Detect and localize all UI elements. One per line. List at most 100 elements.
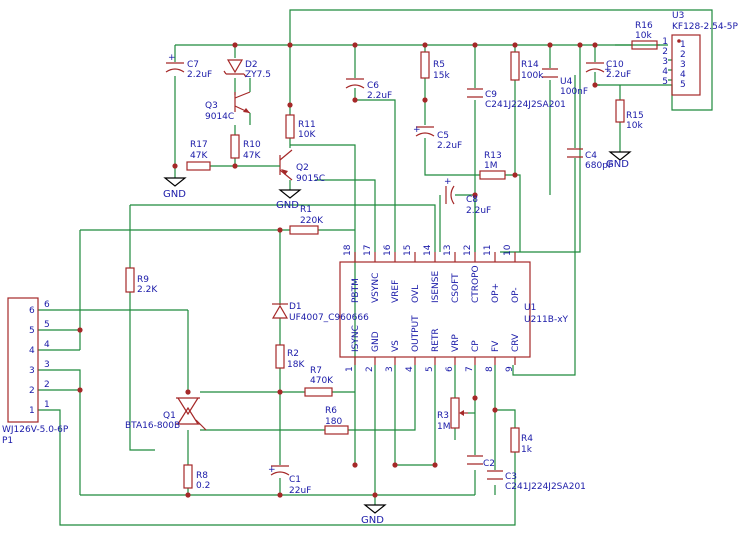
q2-ref: Q2 <box>296 163 309 173</box>
u1-pin-num-7: 7 <box>465 366 475 372</box>
u1-pin-name-4: OUTPUT <box>411 315 421 352</box>
u1-pin-name-15: OVL <box>411 285 421 303</box>
u1-value: U211B-xY <box>524 315 569 325</box>
c1-ref: C1 <box>289 475 301 485</box>
u1-pin-num-14: 14 <box>423 244 433 256</box>
u1-pin-name-7: CP <box>471 340 481 352</box>
u3-pin-in-4: 4 <box>680 70 686 80</box>
p1-pin-out-4: 4 <box>44 340 50 350</box>
u1-pin-num-8: 8 <box>485 366 495 372</box>
u3-ref: U3 <box>672 11 684 21</box>
u1-pin-name-13: CSOFT <box>451 273 461 303</box>
r8-ref: R8 <box>196 471 208 481</box>
p1-pin-2: 2 <box>29 386 35 396</box>
c4-ref: C4 <box>585 151 597 161</box>
p1-pin-out-3: 3 <box>44 360 50 370</box>
svg-text:+: + <box>604 65 612 75</box>
u3-pin-in-3: 3 <box>680 60 686 70</box>
r6-ref: R6 <box>325 406 337 416</box>
r15-value: 10k <box>626 121 643 131</box>
u3-pin-2: 2 <box>662 47 668 57</box>
q2-value: 9015C <box>296 174 325 184</box>
u1-pin-num-3: 3 <box>385 366 395 372</box>
resistors <box>125 40 658 489</box>
c3-value: C241J224J2SA201 <box>505 482 586 492</box>
u1-pin-name-17: VSYNC <box>371 273 381 303</box>
p1-pin-3: 3 <box>29 366 35 376</box>
u4-value: 100nF <box>560 87 588 97</box>
u1-pin-name-9: CRV <box>511 333 521 352</box>
c6-ref: C6 <box>367 81 379 91</box>
svg-text:+: + <box>168 53 176 63</box>
c5-ref: C5 <box>437 131 449 141</box>
gnd-label-3: GND <box>606 159 629 170</box>
r6-value: 180 <box>325 417 342 427</box>
u1-pin-num-1: 1 <box>345 366 355 372</box>
p1-pin-out-1: 1 <box>44 400 50 410</box>
r3-value: 1M <box>437 422 451 432</box>
component-labels: C7 2.2uF D2 ZY7.5 Q3 9014C R11 10K R10 4… <box>125 21 653 496</box>
u1-pin-num-11: 11 <box>483 245 493 256</box>
c7-ref: C7 <box>187 60 199 70</box>
d2-value: ZY7.5 <box>245 70 271 80</box>
u1-pin-name-2: GND <box>371 331 381 352</box>
junctions <box>77 42 598 498</box>
r2-value: 18K <box>287 360 305 370</box>
c10-value: 2.2uF <box>606 70 631 80</box>
gnd-label-2: GND <box>276 200 299 211</box>
d2-ref: D2 <box>245 60 258 70</box>
capacitors: + + + + + <box>165 53 612 480</box>
gnd-label-4: GND <box>361 515 384 526</box>
u1-pin-num-15: 15 <box>403 245 413 256</box>
r3-ref: R3 <box>437 411 449 421</box>
r17-ref: R17 <box>190 140 208 150</box>
gnd-label-1: GND <box>163 189 186 200</box>
p1-pin-5: 5 <box>29 326 35 336</box>
svg-text:+: + <box>413 125 421 135</box>
r14-ref: R14 <box>521 60 539 70</box>
q3-ref: Q3 <box>205 101 218 111</box>
u1-pin-num-6: 6 <box>445 366 455 372</box>
r1-ref: R1 <box>300 205 312 215</box>
svg-text:+: + <box>444 177 452 187</box>
transistors <box>176 78 293 431</box>
p1-pin-4: 4 <box>29 346 35 356</box>
r5-ref: R5 <box>433 60 445 70</box>
p1-pin-out-2: 2 <box>44 380 50 390</box>
u3-pin-in-1: 1 <box>680 40 686 50</box>
u1-pin-name-10: OP- <box>511 287 521 303</box>
d1-ref: D1 <box>289 302 302 312</box>
gnd-symbols: GND GND GND GND <box>163 151 632 526</box>
ic-u211b: 18PBTM17VSYNC16VREF15OVL14ISENSE13CSOFT1… <box>339 244 569 372</box>
c8-value: 2.2uF <box>466 206 491 216</box>
u1-pin-num-9: 9 <box>505 366 515 372</box>
u1-pin-name-8: FV <box>491 340 501 352</box>
r7-ref: R7 <box>310 366 322 376</box>
svg-text:+: + <box>268 465 276 475</box>
u4-ref: U4 <box>560 77 573 87</box>
u1-pin-name-5: RETR <box>431 328 441 352</box>
u3-pin-4: 4 <box>662 67 668 77</box>
r8-value: 0.2 <box>196 481 210 491</box>
p1-value: WJ126V-5.0-6P <box>2 425 69 435</box>
r15-ref: R15 <box>626 111 644 121</box>
r4-ref: R4 <box>521 434 533 444</box>
c5-value: 2.2uF <box>437 141 462 151</box>
r1-value: 220K <box>300 216 324 226</box>
r16-value: 10k <box>635 31 652 41</box>
r10-ref: R10 <box>243 140 261 150</box>
d1-value: UF4007_C960666 <box>289 313 369 323</box>
r9-value: 2.2K <box>137 285 158 295</box>
u1-pin-name-3: VS <box>391 340 401 352</box>
u1-pin-name-12: CTROPO <box>471 265 481 303</box>
c10-ref: C10 <box>606 60 624 70</box>
p1-pin-6: 6 <box>29 306 35 316</box>
r10-value: 47K <box>243 151 261 161</box>
u1-pin-name-18: PBTM <box>351 278 361 303</box>
u3-pin-3: 3 <box>662 57 668 67</box>
c3-ref: C3 <box>505 472 517 482</box>
u3-pin-in-2: 2 <box>680 50 686 60</box>
u3-pin-1: 1 <box>662 37 668 47</box>
c2-ref: C2 <box>483 459 495 469</box>
